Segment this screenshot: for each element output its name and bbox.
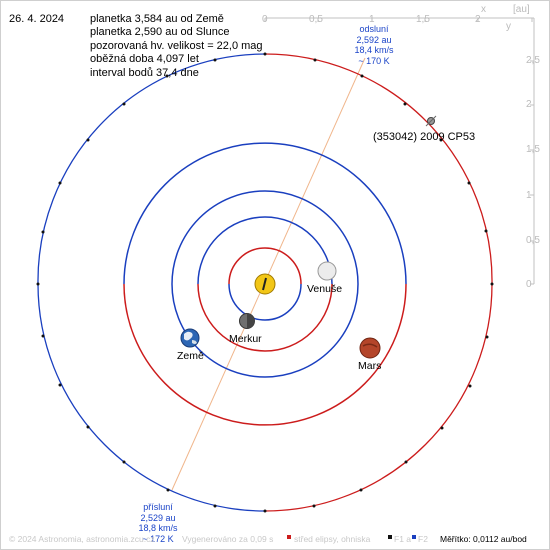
apsis-line — [171, 57, 366, 491]
orbit-point — [166, 488, 170, 492]
mercury-label: Merkur — [229, 333, 262, 345]
orbit-point — [360, 74, 364, 78]
orbit-point — [263, 52, 267, 56]
info-block: planetka 3,584 au od Země planetka 2,590… — [90, 13, 263, 80]
scale-axes — [264, 17, 535, 285]
orbit-point — [312, 504, 316, 508]
asteroid-orbit-se — [264, 283, 493, 512]
aphelion-temperature: ~ 170 K — [358, 55, 390, 66]
earth-icon — [180, 328, 200, 348]
info-interval: interval bodů 37,4 dne — [90, 66, 199, 79]
x-tick-label-0: 0 — [262, 14, 268, 25]
planet-orbits — [123, 142, 407, 426]
x-tick-label-2: 1 — [369, 14, 375, 25]
legend-center-marker — [287, 535, 291, 539]
earth-label: Země — [177, 350, 204, 362]
mars-label: Mars — [358, 360, 382, 372]
info-magnitude: pozorovaná hv. velikost = 22,0 mag — [90, 39, 263, 52]
orbit-point — [439, 138, 443, 142]
venus-label: Venuše — [307, 283, 343, 295]
orbit-point — [122, 460, 126, 464]
perihelion-speed: 18,8 km/s — [138, 523, 178, 533]
asteroid-orbit-sw — [37, 283, 266, 512]
orbit-point — [490, 282, 494, 286]
orbit-point — [485, 335, 489, 339]
sun-icon — [254, 273, 276, 295]
axis-unit-label: [au] — [513, 4, 530, 15]
asteroid-orbit-nw — [37, 53, 266, 285]
mercury-orbit-below — [228, 283, 302, 321]
mars-icon — [359, 337, 381, 359]
orbit-point — [165, 74, 169, 78]
asteroid-orbit-ne — [264, 53, 493, 285]
date-label: 26. 4. 2024 — [9, 13, 65, 25]
x-tick-label-1: 0,5 — [309, 14, 323, 25]
y-tick-label-3: 1,5 — [526, 144, 540, 155]
y-tick-label-4: 2 — [526, 99, 532, 110]
aphelion-label: odsluní 2,592 au 18,4 km/s ~ 170 K — [351, 24, 397, 66]
venus-orbit-left — [197, 216, 333, 285]
legend-f2-marker — [412, 535, 416, 539]
mars-orbit-below — [123, 283, 407, 426]
orbit-point — [403, 102, 407, 106]
orbit-point — [213, 504, 217, 508]
mercury-icon — [239, 313, 255, 329]
asteroid-name: (353042) 2009 CP53 — [373, 131, 476, 143]
footer-generated: Vygenerováno za 0,09 s — [182, 534, 274, 544]
orbit-point — [263, 509, 267, 513]
orbit-point — [213, 58, 217, 62]
x-tick-label-4: 2 — [475, 14, 481, 25]
orbit-point — [440, 426, 444, 430]
orbit-point — [36, 282, 40, 286]
orbit-point — [86, 425, 90, 429]
footer-scale: Měřítko: 0,0112 au/bod — [440, 534, 527, 544]
footer-legend-f2: F2 — [418, 534, 428, 544]
perihelion-label: přísluní 2,529 au 18,8 km/s ~ 172 K — [135, 502, 181, 544]
perihelion-temperature: ~ 172 K — [142, 533, 174, 544]
footer-legend-center: střed elipsy, ohniska — [294, 534, 371, 544]
x-axis-label: x — [481, 4, 486, 15]
orbit-point — [404, 460, 408, 464]
footer-copyright: © 2024 Astronomia, astronomia.zcu.cz — [9, 534, 155, 544]
y-tick-label-0: 0 — [526, 279, 532, 290]
orbit-point — [58, 181, 62, 185]
orbit-point — [122, 102, 126, 106]
venus-orbit-right — [197, 283, 333, 352]
info-sun-distance: planetka 2,590 au od Slunce — [90, 26, 230, 39]
info-earth-distance: planetka 3,584 au od Země — [90, 13, 224, 25]
aphelion-title: odsluní — [359, 24, 389, 34]
perihelion-title: přísluní — [143, 502, 173, 512]
mars-orbit-above — [123, 142, 407, 285]
aphelion-speed: 18,4 km/s — [354, 45, 394, 55]
orbit-point — [58, 383, 62, 387]
info-period: oběžná doba 4,097 let — [90, 53, 199, 66]
footer-legend-f1: F1 a — [394, 534, 412, 544]
y-axis-label: y — [506, 21, 511, 32]
legend-f1-marker — [388, 535, 392, 539]
x-tick-label-3: 1,5 — [416, 14, 430, 25]
venus-icon — [317, 261, 337, 281]
y-tick-label-2: 1 — [526, 190, 532, 201]
y-tick-label-5: 2,5 — [526, 55, 540, 66]
orbit-point — [41, 334, 45, 338]
earth-orbit — [171, 190, 359, 378]
orbit-point — [484, 229, 488, 233]
mercury-orbit-above — [228, 247, 302, 285]
orbit-point — [359, 488, 363, 492]
orbit-point — [313, 58, 317, 62]
aphelion-distance: 2,592 au — [356, 34, 392, 45]
orbit-point — [467, 181, 471, 185]
perihelion-distance: 2,529 au — [140, 512, 176, 523]
asteroid-icon — [425, 115, 437, 127]
orbit-point-markers — [36, 52, 494, 513]
orbit-point — [468, 384, 472, 388]
y-tick-label-1: 0,5 — [526, 235, 540, 246]
orbit-point — [41, 230, 45, 234]
orbit-point — [86, 138, 90, 142]
